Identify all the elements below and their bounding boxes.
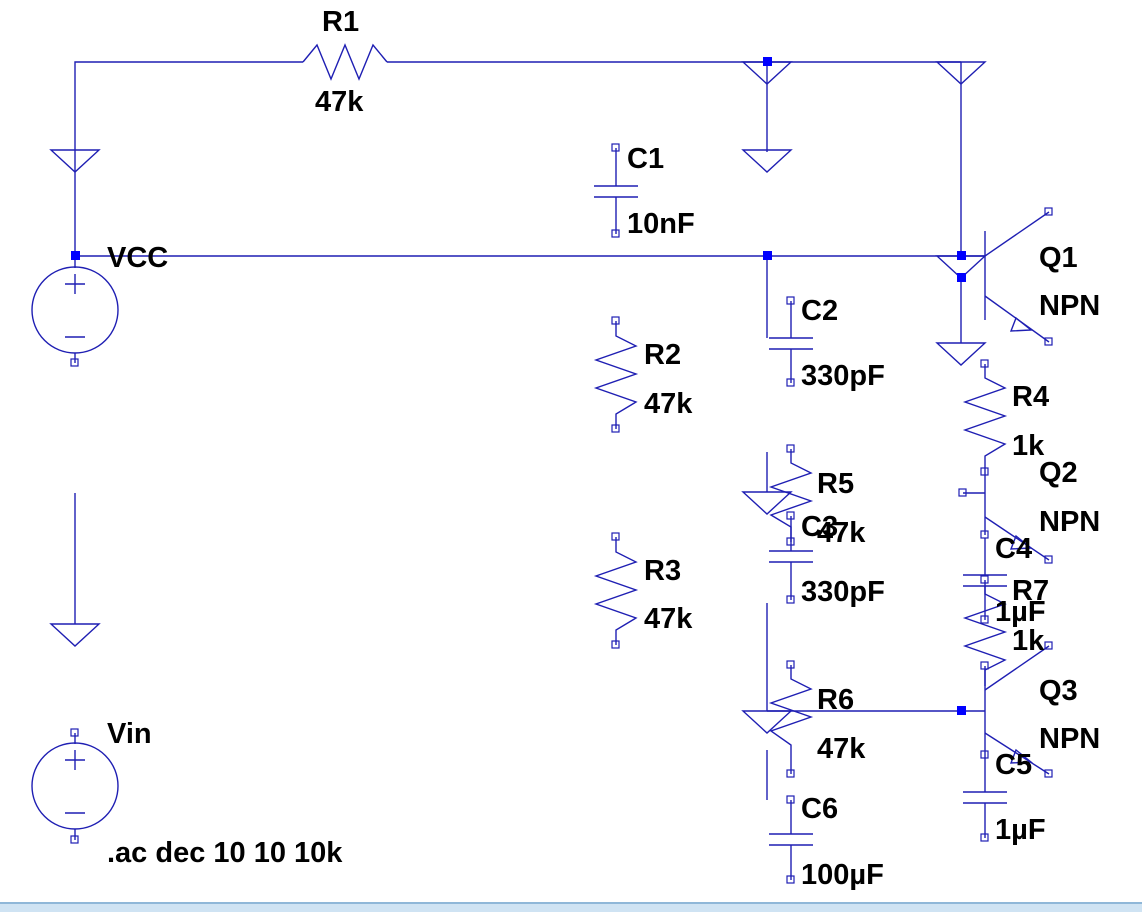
q3-transistor-symbol <box>984 645 1050 775</box>
q1-ref-label: Q1 <box>1039 242 1078 274</box>
junction-dot <box>957 251 966 260</box>
junctions <box>71 57 966 715</box>
ground-symbol <box>741 491 793 515</box>
q3-value-label: NPN <box>1039 723 1101 755</box>
vin-voltage-source-symbol <box>31 733 119 840</box>
vcc-ref-label: VCC <box>107 242 169 274</box>
c4-value-label: 1µF <box>995 596 1046 628</box>
q1-value-label: NPN <box>1039 290 1101 322</box>
ground-symbol <box>49 623 101 647</box>
r6-value-label: 47k <box>817 733 866 765</box>
r5-resistor-symbol <box>768 449 814 542</box>
r7-ref-label: R7 <box>1012 575 1050 607</box>
c4-capacitor-symbol <box>963 538 1007 620</box>
ground-symbols <box>49 61 987 734</box>
r5-ref-label: R5 <box>817 468 855 500</box>
c4-ref-label: C4 <box>995 533 1033 565</box>
r2-ref-label: R2 <box>644 339 682 371</box>
c2-ref-label: C2 <box>801 295 839 327</box>
junction-dot <box>763 57 772 66</box>
junction-dot <box>71 251 80 260</box>
c3-ref-label: C3 <box>801 511 839 543</box>
c5-value-label: 1µF <box>995 814 1046 846</box>
c5-capacitor-symbol <box>963 755 1007 838</box>
r4-resistor-symbol <box>962 364 1008 472</box>
r7-value-label: 1k <box>1012 625 1045 657</box>
c1-value-label: 10nF <box>627 208 695 240</box>
q2-value-label: NPN <box>1039 506 1101 538</box>
pin-terminals <box>70 143 1053 884</box>
r5-value-label: 47k <box>817 517 866 549</box>
c3-value-label: 330pF <box>801 576 885 608</box>
junction-dot <box>957 706 966 715</box>
r1-value-label: 47k <box>315 86 364 118</box>
c5-ref-label: C5 <box>995 749 1033 781</box>
r1-ref-label: R1 <box>322 6 360 38</box>
wire-vcc-to-r1 <box>74 61 303 255</box>
c2-capacitor-symbol <box>769 301 813 383</box>
junction-dot <box>763 251 772 260</box>
q2-transistor-symbol <box>963 472 1050 561</box>
r6-ref-label: R6 <box>817 684 855 716</box>
ground-symbol <box>741 710 793 734</box>
r7-resistor-symbol <box>962 580 1008 686</box>
q3-ref-label: Q3 <box>1039 675 1078 707</box>
r3-value-label: 47k <box>644 603 693 635</box>
r4-ref-label: R4 <box>1012 381 1050 413</box>
c6-capacitor-symbol <box>769 800 813 880</box>
vin-ref-label: Vin <box>107 718 152 750</box>
junction-dot <box>957 273 966 282</box>
ground-symbol <box>49 149 101 173</box>
r3-resistor-symbol <box>593 537 639 645</box>
r2-value-label: 47k <box>644 388 693 420</box>
q1-transistor-symbol <box>984 211 1050 343</box>
ground-symbol <box>935 61 987 85</box>
q2-ref-label: Q2 <box>1039 457 1078 489</box>
c6-ref-label: C6 <box>801 793 839 825</box>
r2-resistor-symbol <box>593 321 639 429</box>
vcc-voltage-source-symbol <box>31 256 119 363</box>
ground-symbol <box>741 149 793 173</box>
c6-value-label: 100µF <box>801 859 884 891</box>
c1-capacitor-symbol <box>594 148 638 234</box>
r6-resistor-symbol <box>768 665 814 774</box>
ground-symbol <box>935 342 987 366</box>
c2-value-label: 330pF <box>801 360 885 392</box>
r1-resistor-symbol <box>302 43 388 81</box>
r4-value-label: 1k <box>1012 430 1045 462</box>
spice-directive[interactable]: .ac dec 10 10 10k <box>107 837 343 869</box>
window-bottom-border-line <box>0 902 1142 904</box>
r3-ref-label: R3 <box>644 555 682 587</box>
c1-ref-label: C1 <box>627 143 665 175</box>
window-bottom-border <box>0 902 1142 912</box>
